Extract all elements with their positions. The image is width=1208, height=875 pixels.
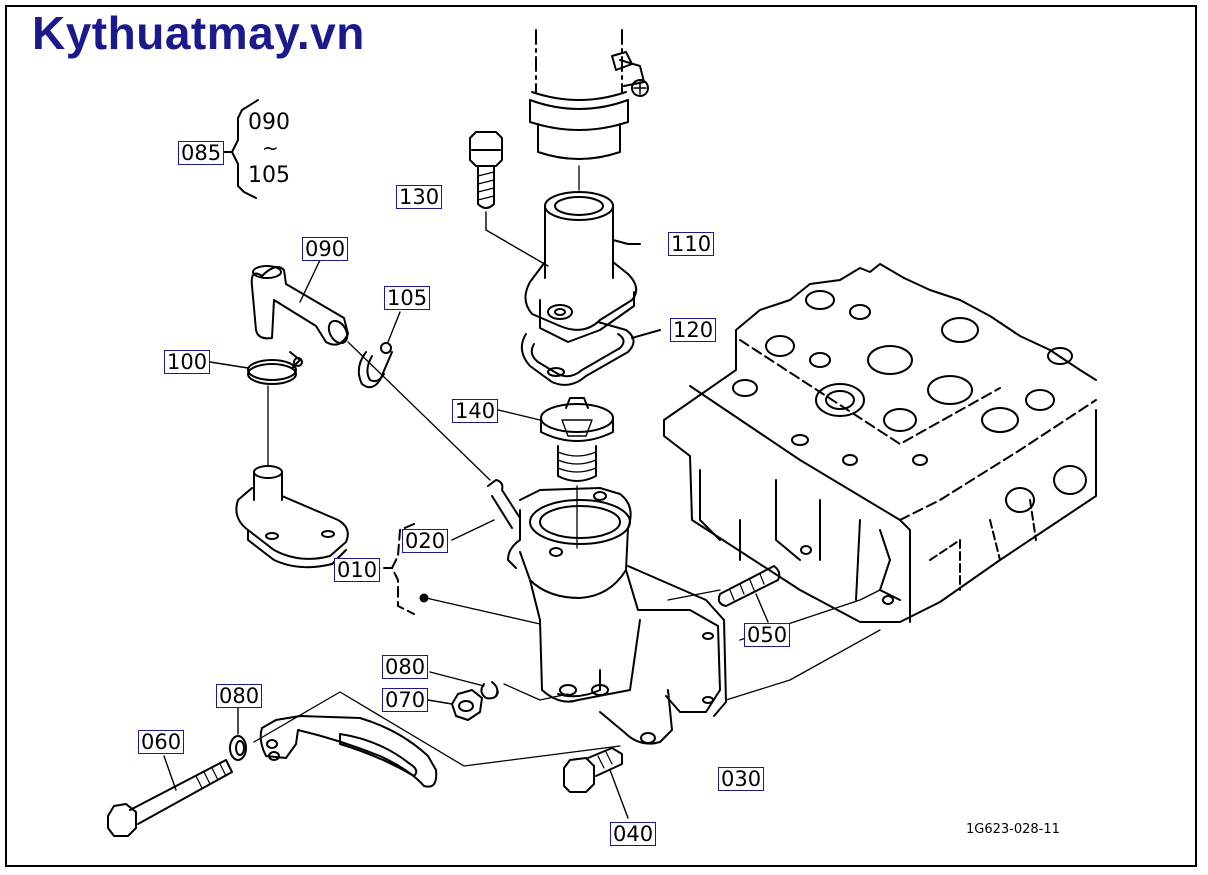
callout-080-upper[interactable]: 080 <box>382 655 429 679</box>
callout-100[interactable]: 100 <box>164 350 211 374</box>
cylinder-head <box>663 263 1097 701</box>
bolt-060 <box>107 755 233 837</box>
group-range-end: 105 <box>248 163 290 188</box>
callout-030[interactable]: 030 <box>718 767 765 791</box>
callout-105[interactable]: 105 <box>384 286 431 310</box>
diagram-frame <box>5 5 1197 867</box>
bolt-130 <box>469 131 549 267</box>
callout-110[interactable]: 110 <box>668 232 715 256</box>
callout-020[interactable]: 020 <box>402 529 449 553</box>
callout-010[interactable]: 010 <box>334 558 381 582</box>
stud-bolt-050 <box>667 565 781 623</box>
site-logo: Kythuatmay.vn <box>32 7 365 59</box>
bypass-outlet-flange <box>235 465 349 569</box>
washer-080-upper <box>429 671 499 700</box>
mounting-stay <box>253 691 621 788</box>
callout-070[interactable]: 070 <box>382 688 429 712</box>
callout-080-lower[interactable]: 080 <box>216 684 263 708</box>
group-range-start: 090 <box>248 110 290 135</box>
reference-dot <box>419 593 429 603</box>
bolt-040 <box>563 747 629 819</box>
bypass-hose-090 <box>250 259 349 346</box>
hose-clip-100 <box>209 351 303 467</box>
water-flange-110 <box>524 191 641 343</box>
washer-080-lower <box>229 707 247 761</box>
callout-060[interactable]: 060 <box>138 730 185 754</box>
callout-040[interactable]: 040 <box>610 822 657 846</box>
thermostat-140 <box>489 397 614 549</box>
callout-120[interactable]: 120 <box>670 318 717 342</box>
callout-085[interactable]: 085 <box>178 141 225 165</box>
callout-090[interactable]: 090 <box>302 237 349 261</box>
callout-140[interactable]: 140 <box>452 399 499 423</box>
callout-050[interactable]: 050 <box>744 623 791 647</box>
upper-hose <box>529 29 649 191</box>
gasket-120 <box>520 321 661 386</box>
nut-070 <box>427 683 569 721</box>
drawing-reference-code: 1G623-028-11 <box>966 822 1060 837</box>
group-range-tilde: ~ <box>262 136 279 160</box>
callout-130[interactable]: 130 <box>396 185 443 209</box>
hose-clip-105 <box>347 311 491 481</box>
thermostat-housing <box>425 479 727 745</box>
